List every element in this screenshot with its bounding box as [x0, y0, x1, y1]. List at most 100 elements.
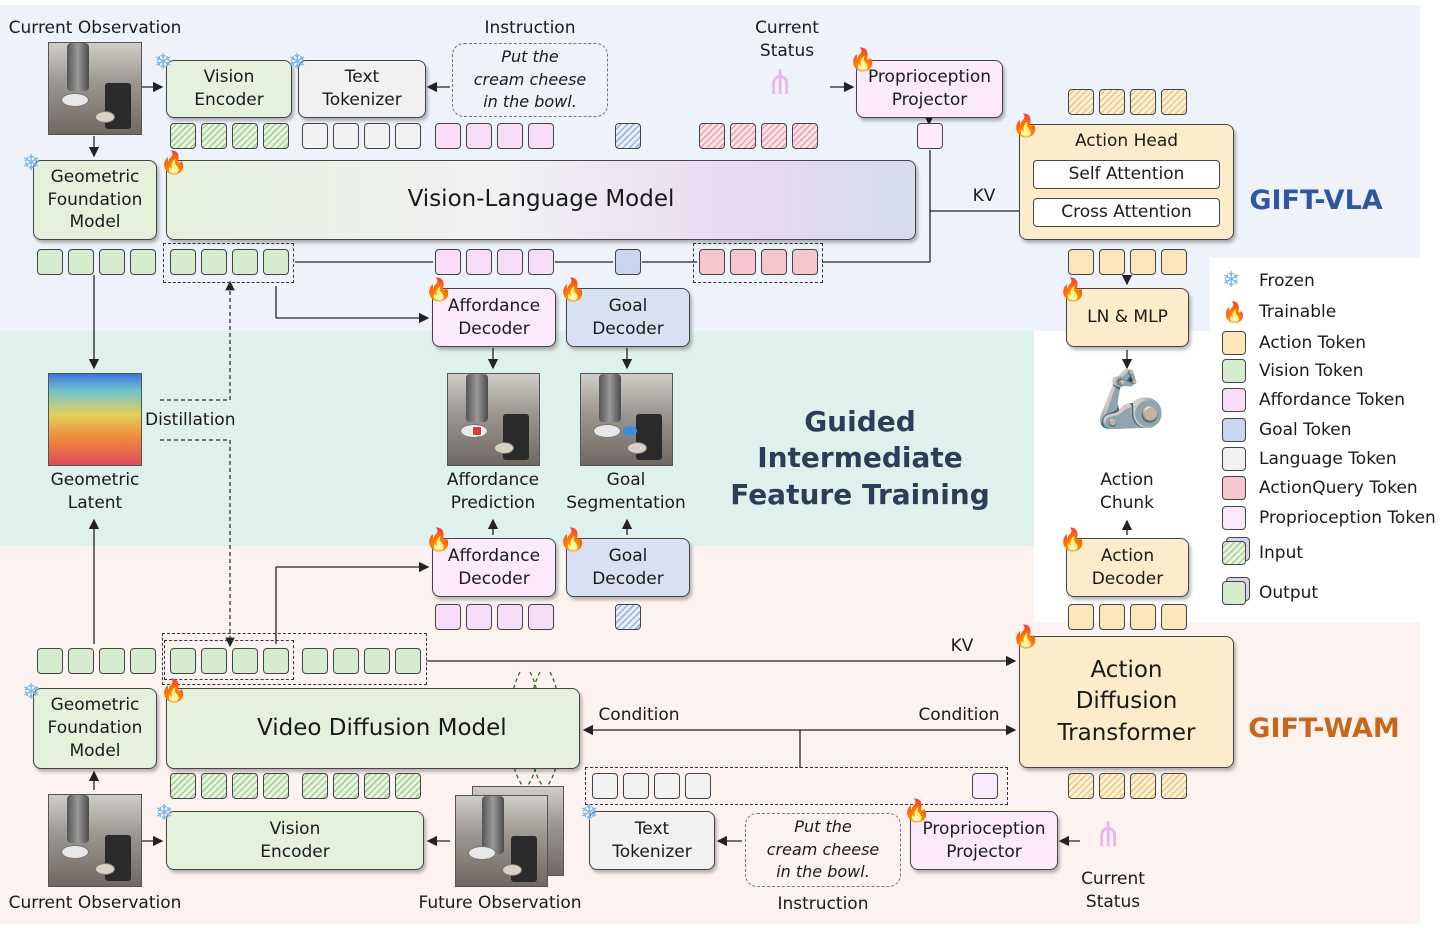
kv-label-bottom: KV — [950, 636, 974, 656]
legend-label: Output — [1259, 583, 1319, 603]
actionquery-token-output — [792, 249, 818, 275]
actionquery-token-input — [792, 123, 818, 149]
geometric-token — [68, 249, 94, 275]
vision-token-input-wam — [302, 773, 328, 799]
video-token-output — [302, 648, 328, 674]
legend-input: Input — [1222, 541, 1303, 565]
geometric-token-wam — [99, 648, 125, 674]
goal-decoder-bottom: Goal Decoder — [566, 538, 690, 597]
legend-label: Trainable — [1259, 302, 1337, 322]
vision-token-input — [170, 123, 196, 149]
legend-swatch — [1222, 418, 1246, 442]
vision-token-output — [263, 249, 289, 275]
affordance-token — [435, 123, 461, 149]
legend-swatch — [1222, 388, 1246, 412]
legend-output: Output — [1222, 581, 1318, 605]
legend-swatch — [1222, 359, 1246, 383]
video-output-group — [162, 633, 427, 685]
fire-icon: 🔥 — [559, 528, 587, 553]
goal-token-input — [615, 123, 641, 149]
video-token-output — [201, 648, 227, 674]
geometric-token-wam — [130, 648, 156, 674]
video-token-output — [170, 648, 196, 674]
vision-token-input-wam — [232, 773, 258, 799]
ln-mlp-block: LN & MLP — [1066, 288, 1189, 347]
legend-action-token: Action Token — [1222, 331, 1366, 355]
affordance-token-output — [528, 249, 554, 275]
fire-icon: 🔥 — [160, 151, 188, 176]
vision-token-input — [232, 123, 258, 149]
actionquery-token-input — [761, 123, 787, 149]
legend-label: Proprioception Token — [1259, 508, 1436, 528]
geometric-foundation-model-top: Geometric Foundation Model — [33, 160, 157, 240]
affordance-token — [528, 123, 554, 149]
actionquery-token-output — [730, 249, 756, 275]
goal-token-output — [615, 249, 641, 275]
video-token-output — [333, 648, 359, 674]
action-token-input — [1161, 89, 1187, 115]
current-observation-image-top — [48, 42, 142, 135]
language-token — [333, 123, 359, 149]
future-observation-label: Future Observation — [418, 893, 582, 913]
vision-token-input-wam — [333, 773, 359, 799]
language-token-wam — [623, 773, 649, 799]
action-token-wam-input — [1161, 773, 1187, 799]
legend-goal-token: Goal Token — [1222, 418, 1352, 442]
affordance-token-wam — [435, 604, 461, 630]
legend-label: Action Token — [1259, 333, 1367, 353]
language-token — [302, 123, 328, 149]
legend-label: Input — [1259, 543, 1304, 563]
legend-swatch — [1222, 476, 1246, 500]
vision-token-input — [263, 123, 289, 149]
language-token-wam — [685, 773, 711, 799]
self-attention-block: Self Attention — [1033, 160, 1220, 189]
actionquery-token-input — [699, 123, 725, 149]
proprio-projector-top: Proprioception Projector — [856, 60, 1003, 118]
proprio-projector-bottom: Proprioception Projector — [910, 811, 1058, 870]
gripper-icon: ⋔ — [1094, 815, 1123, 855]
legend-swatch — [1222, 331, 1246, 355]
action-token-input — [1130, 89, 1156, 115]
legend-actionquery-token: ActionQuery Token — [1222, 476, 1418, 500]
geometric-token-wam — [68, 648, 94, 674]
snowflake-icon: ❄ — [155, 801, 174, 826]
solid-stack-icon — [1222, 581, 1246, 605]
affordance-token-wam — [528, 604, 554, 630]
action-diffusion-transformer: Action Diffusion Transformer — [1019, 636, 1234, 768]
vision-token-output — [170, 249, 196, 275]
proprioception-token — [917, 123, 943, 149]
action-token-wam-output — [1099, 604, 1125, 630]
geometric-token-wam — [37, 648, 63, 674]
vision-token-input-wam — [395, 773, 421, 799]
snowflake-icon: ❄ — [22, 151, 41, 176]
affordance-token-output — [435, 249, 461, 275]
instruction-label-top: Instruction — [484, 18, 576, 38]
instruction-text-bottom: Put the cream cheese in the bowl. — [745, 813, 901, 887]
geometric-token — [37, 249, 63, 275]
affordance-decoder-top: Affordance Decoder — [432, 288, 556, 347]
legend-label: Vision Token — [1259, 361, 1364, 381]
action-token-output — [1161, 249, 1187, 275]
video-diffusion-model: Video Diffusion Model — [166, 688, 580, 769]
action-decoder: Action Decoder — [1066, 538, 1189, 597]
vision-token-input — [201, 123, 227, 149]
actionquery-token-output — [761, 249, 787, 275]
affordance-decoder-bottom: Affordance Decoder — [432, 538, 556, 597]
actionquery-output-group — [693, 243, 823, 283]
snowflake-icon: ❄ — [154, 50, 173, 75]
language-token — [395, 123, 421, 149]
goal-segmentation-image — [580, 373, 673, 466]
video-token-output — [364, 648, 390, 674]
current-status-label-top: Current Status — [755, 18, 819, 61]
vision-output-group-top — [163, 243, 294, 283]
gift-vla-title: GIFT-VLA — [1249, 185, 1383, 216]
gift-title: Guided Intermediate Feature Training — [730, 405, 990, 511]
distillation-label: Distillation — [145, 410, 236, 430]
legend-label: Affordance Token — [1259, 390, 1405, 410]
geometric-foundation-model-bottom: Geometric Foundation Model — [33, 688, 157, 769]
condition-token-group — [585, 767, 1008, 805]
action-token-wam-output — [1130, 604, 1156, 630]
affordance-token — [497, 123, 523, 149]
current-observation-image-bottom — [48, 794, 142, 887]
fire-icon: 🔥 — [903, 799, 931, 824]
